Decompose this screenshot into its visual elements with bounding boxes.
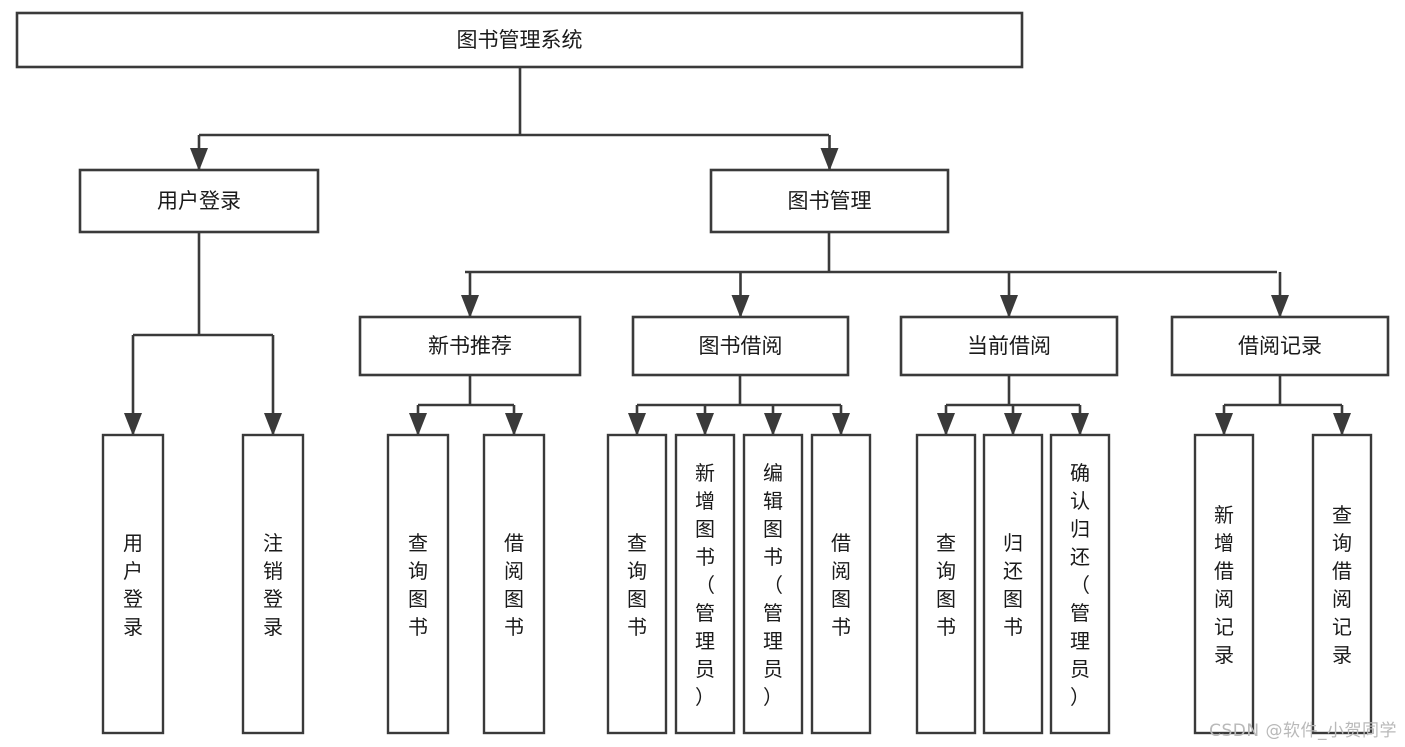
node-box-book-borrow[interactable] xyxy=(631,315,850,377)
node-current-borrow[interactable]: 当前借阅 xyxy=(899,315,1119,377)
connector-rail-borrow-record xyxy=(1224,375,1342,407)
node-box-leaf-add-record[interactable] xyxy=(1193,433,1255,735)
edge-book-manage-to-new-book-rec xyxy=(461,272,479,318)
node-label-leaf-edit-book: 编辑图书（管理员） xyxy=(763,461,783,709)
node-box-user-login[interactable] xyxy=(78,168,320,234)
node-label-leaf-confirm-return: 确认归还（管理员） xyxy=(1070,461,1090,709)
node-label-leaf-query-book-1: 查询图书 xyxy=(408,531,428,639)
node-box-leaf-borrow-book-2[interactable] xyxy=(810,433,872,735)
node-box-current-borrow[interactable] xyxy=(899,315,1119,377)
node-label-leaf-add-book: 新增图书（管理员） xyxy=(695,461,715,709)
node-label-root: 图书管理系统 xyxy=(457,28,583,52)
node-label-leaf-borrow-book-2: 借阅图书 xyxy=(831,531,851,639)
connector-rail-new-book-rec xyxy=(418,375,514,407)
edge-new-book-rec-to-leaf-borrow-book-1 xyxy=(505,405,523,436)
connector-lines-layer xyxy=(124,67,1351,436)
connector-rail-current-borrow xyxy=(946,375,1080,407)
node-box-new-book-rec[interactable] xyxy=(358,315,582,377)
node-label-book-manage: 图书管理 xyxy=(788,189,872,213)
node-box-leaf-edit-book[interactable] xyxy=(742,433,804,735)
node-leaf-add-record[interactable]: 新增借阅记录 xyxy=(1193,433,1255,735)
node-label-book-borrow: 图书借阅 xyxy=(699,334,783,358)
node-leaf-add-book[interactable]: 新增图书（管理员） xyxy=(674,433,736,735)
node-borrow-record[interactable]: 借阅记录 xyxy=(1170,315,1390,377)
connector-rail-book-manage xyxy=(465,232,1277,274)
node-box-borrow-record[interactable] xyxy=(1170,315,1390,377)
node-box-leaf-query-book-2[interactable] xyxy=(606,433,668,735)
node-label-leaf-return-book: 归还图书 xyxy=(1003,531,1023,639)
node-label-new-book-rec: 新书推荐 xyxy=(428,334,512,358)
node-leaf-logout[interactable]: 注销登录 xyxy=(241,433,305,735)
connector-rail-book-borrow xyxy=(637,375,841,407)
node-root[interactable]: 图书管理系统 xyxy=(15,11,1024,69)
node-box-book-manage[interactable] xyxy=(709,168,950,234)
node-label-current-borrow: 当前借阅 xyxy=(967,334,1051,358)
edge-book-borrow-to-leaf-borrow-book-2 xyxy=(832,405,850,436)
node-user-login[interactable]: 用户登录 xyxy=(78,168,320,234)
node-label-borrow-record: 借阅记录 xyxy=(1238,334,1322,358)
node-boxes-layer: 图书管理系统用户登录图书管理新书推荐图书借阅当前借阅借阅记录用户登录注销登录查询… xyxy=(15,11,1390,735)
node-box-leaf-confirm-return[interactable] xyxy=(1049,433,1111,735)
node-label-leaf-logout: 注销登录 xyxy=(263,531,283,639)
edge-current-borrow-to-leaf-query-book-3 xyxy=(937,405,955,436)
node-box-leaf-return-book[interactable] xyxy=(982,433,1044,735)
node-book-borrow[interactable]: 图书借阅 xyxy=(631,315,850,377)
edge-borrow-record-to-leaf-query-record xyxy=(1333,405,1351,436)
node-leaf-query-book-2[interactable]: 查询图书 xyxy=(606,433,668,735)
edge-borrow-record-to-leaf-add-record xyxy=(1215,405,1233,436)
node-leaf-query-book-3[interactable]: 查询图书 xyxy=(915,433,977,735)
csdn-watermark: CSDN @软件_小贺同学 xyxy=(1209,721,1397,741)
node-leaf-return-book[interactable]: 归还图书 xyxy=(982,433,1044,735)
node-leaf-edit-book[interactable]: 编辑图书（管理员） xyxy=(742,433,804,735)
edge-book-borrow-to-leaf-edit-book xyxy=(764,405,782,436)
node-box-leaf-borrow-book-1[interactable] xyxy=(482,433,546,735)
node-box-leaf-query-book-3[interactable] xyxy=(915,433,977,735)
node-leaf-query-book-1[interactable]: 查询图书 xyxy=(386,433,450,735)
edge-root-to-book-manage xyxy=(820,135,839,171)
edge-new-book-rec-to-leaf-query-book-1 xyxy=(409,405,427,436)
node-label-user-login: 用户登录 xyxy=(157,189,241,213)
edge-book-manage-to-book-borrow xyxy=(731,272,750,318)
node-label-leaf-user-login: 用户登录 xyxy=(123,531,143,639)
edge-user-login-to-leaf-user-login xyxy=(124,335,142,436)
node-book-manage[interactable]: 图书管理 xyxy=(709,168,950,234)
node-box-root[interactable] xyxy=(15,11,1024,69)
edge-current-borrow-to-leaf-return-book xyxy=(1004,405,1022,436)
node-new-book-rec[interactable]: 新书推荐 xyxy=(358,315,582,377)
edge-root-to-user-login xyxy=(190,135,208,171)
edge-book-borrow-to-leaf-query-book-2 xyxy=(628,405,646,436)
node-box-leaf-user-login[interactable] xyxy=(101,433,165,735)
node-box-leaf-query-book-1[interactable] xyxy=(386,433,450,735)
node-leaf-confirm-return[interactable]: 确认归还（管理员） xyxy=(1049,433,1111,735)
edge-book-manage-to-borrow-record xyxy=(1271,272,1289,318)
edge-book-borrow-to-leaf-add-book xyxy=(696,405,714,436)
edge-current-borrow-to-leaf-confirm-return xyxy=(1071,405,1089,436)
node-box-leaf-query-record[interactable] xyxy=(1311,433,1373,735)
edge-book-manage-to-current-borrow xyxy=(1000,272,1018,318)
node-box-leaf-add-book[interactable] xyxy=(674,433,736,735)
node-leaf-query-record[interactable]: 查询借阅记录 xyxy=(1311,433,1373,735)
connector-rail-root xyxy=(199,67,829,137)
node-label-leaf-query-book-2: 查询图书 xyxy=(627,531,647,639)
connector-rail-user-login xyxy=(133,232,273,337)
node-leaf-user-login[interactable]: 用户登录 xyxy=(101,433,165,735)
node-label-leaf-query-record: 查询借阅记录 xyxy=(1332,503,1352,667)
node-label-leaf-query-book-3: 查询图书 xyxy=(936,531,956,639)
node-leaf-borrow-book-2[interactable]: 借阅图书 xyxy=(810,433,872,735)
edge-user-login-to-leaf-logout xyxy=(264,335,282,436)
node-label-leaf-add-record: 新增借阅记录 xyxy=(1214,503,1234,667)
node-leaf-borrow-book-1[interactable]: 借阅图书 xyxy=(482,433,546,735)
node-box-leaf-logout[interactable] xyxy=(241,433,305,735)
node-label-leaf-borrow-book-1: 借阅图书 xyxy=(504,531,524,639)
